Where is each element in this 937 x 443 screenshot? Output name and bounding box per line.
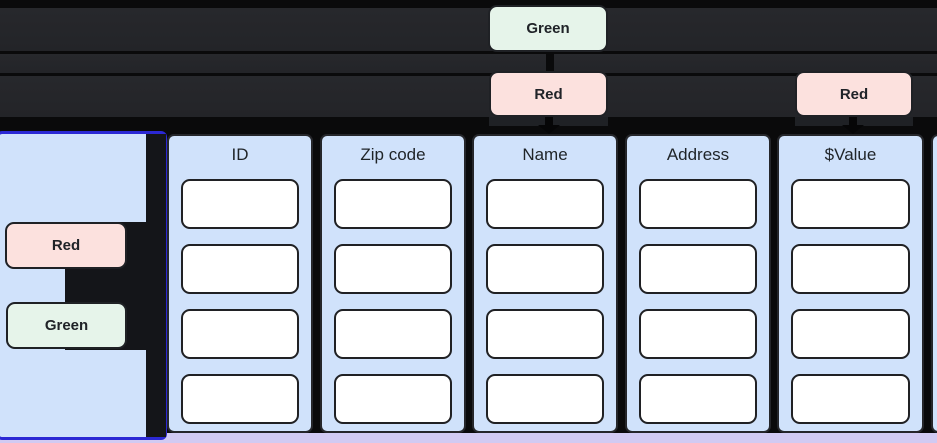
cell (791, 244, 910, 294)
cell (791, 374, 910, 424)
arrow-stem-right (849, 117, 857, 126)
cell (486, 309, 604, 359)
cell (181, 374, 299, 424)
left-red-badge: Red (5, 222, 127, 269)
cell (639, 309, 757, 359)
cell (486, 374, 604, 424)
column-name: Name (472, 134, 618, 433)
green-badge-top: Green (488, 5, 608, 52)
cell (334, 309, 452, 359)
red-badge-center-label: Red (534, 85, 563, 103)
storage-bar-1 (0, 8, 937, 51)
red-badge-right-label: Red (839, 85, 869, 103)
left-red-badge-label: Red (51, 237, 81, 254)
column-partial-right (931, 134, 937, 433)
column-address: Address (625, 134, 771, 433)
cell (639, 244, 757, 294)
green-to-red-connector (546, 50, 554, 72)
cell (181, 244, 299, 294)
bottom-strip (0, 433, 937, 443)
column-header-address: Address (666, 145, 730, 164)
cell (639, 179, 757, 229)
red-badge-right: Red (795, 71, 913, 117)
arrow-down-icon (842, 125, 864, 134)
column-header-id: ID (231, 145, 249, 164)
left-green-badge: Green (6, 302, 127, 349)
column-header-zip-code: Zip code (360, 145, 426, 164)
cell (334, 244, 452, 294)
green-badge-top-label: Green (526, 20, 570, 37)
storage-bar-3 (0, 76, 937, 117)
cell (791, 309, 910, 359)
cell (486, 244, 604, 294)
storage-bar-2 (0, 54, 937, 73)
arrow-down-icon (538, 125, 560, 134)
left-card-dark-strip (146, 134, 166, 437)
cell (486, 179, 604, 229)
left-green-badge-label: Green (44, 317, 89, 334)
column-zip-code: Zip code (320, 134, 466, 433)
arrow-stem-center (545, 117, 553, 126)
column-value: $Value (777, 134, 924, 433)
cell (181, 179, 299, 229)
cell (334, 374, 452, 424)
column-header-name: Name (522, 145, 568, 164)
cell (639, 374, 757, 424)
cell (334, 179, 452, 229)
cell (181, 309, 299, 359)
column-id: ID (167, 134, 313, 433)
column-header-value: $Value (824, 145, 877, 164)
red-badge-center: Red (489, 71, 608, 117)
cell (791, 179, 910, 229)
